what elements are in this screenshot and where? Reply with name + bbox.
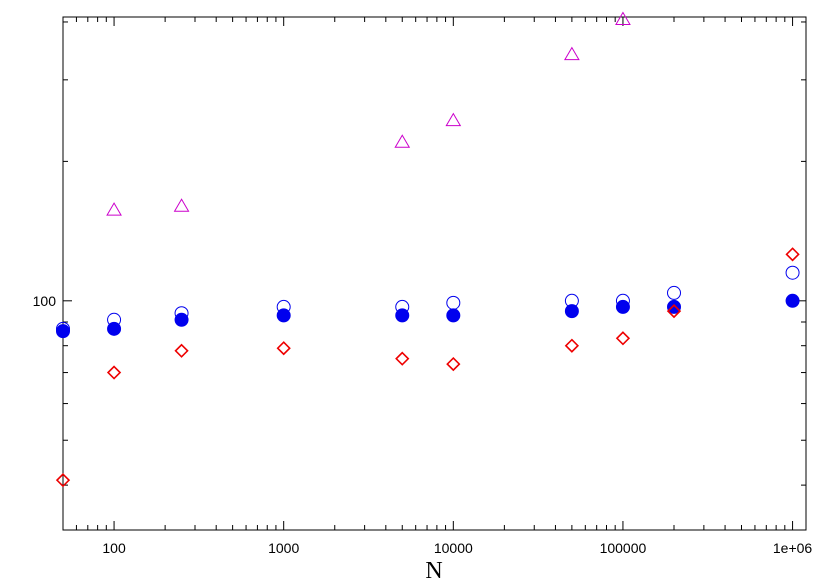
x-tick-label: 1e+06: [773, 540, 813, 556]
triangle-marker: [106, 202, 122, 216]
diamond-marker: [615, 331, 631, 346]
diamond-marker: [395, 351, 410, 366]
x-tick-label: 100000: [600, 540, 647, 556]
filled-circle-marker: [174, 312, 189, 327]
filled-circle-marker: [107, 321, 122, 336]
filled-circle-marker: [785, 293, 800, 308]
data-points: [55, 11, 800, 488]
diamond-marker: [276, 341, 291, 356]
triangle-marker: [615, 11, 631, 25]
open-circle-marker: [667, 285, 682, 300]
diamond-marker: [106, 365, 122, 380]
y-axis-ticks: 100: [33, 21, 806, 486]
open-circle-marker: [785, 265, 800, 280]
diamond-marker: [666, 303, 682, 319]
triangle-marker: [394, 134, 411, 148]
x-tick-label: 1000: [268, 540, 299, 556]
x-tick-label: 10000: [434, 540, 473, 556]
filled-circle-marker: [276, 308, 291, 323]
triangle-marker: [445, 112, 462, 127]
x-tick-label: 100: [102, 540, 126, 556]
filled-circle-marker: [564, 304, 579, 319]
filled-circle-marker: [667, 299, 682, 314]
diamond-marker: [174, 343, 189, 358]
diamond-marker: [446, 356, 461, 372]
triangle-marker: [564, 46, 580, 61]
diamond-marker: [785, 247, 800, 262]
x-axis-ticks: 100 1000 10000 100000 1e+06: [62, 17, 813, 556]
x-axis-title: N: [425, 558, 442, 581]
plot-frame: [62, 16, 807, 531]
y-tick-label: 100: [33, 293, 57, 309]
triangle-marker: [173, 198, 190, 212]
filled-circle-marker: [56, 324, 70, 339]
diamond-marker: [564, 338, 580, 353]
filled-circle-marker: [446, 308, 461, 323]
filled-circle-marker: [395, 308, 410, 323]
open-circle-marker: [446, 295, 461, 310]
filled-circle-marker: [615, 299, 630, 314]
diamond-marker: [55, 473, 71, 488]
